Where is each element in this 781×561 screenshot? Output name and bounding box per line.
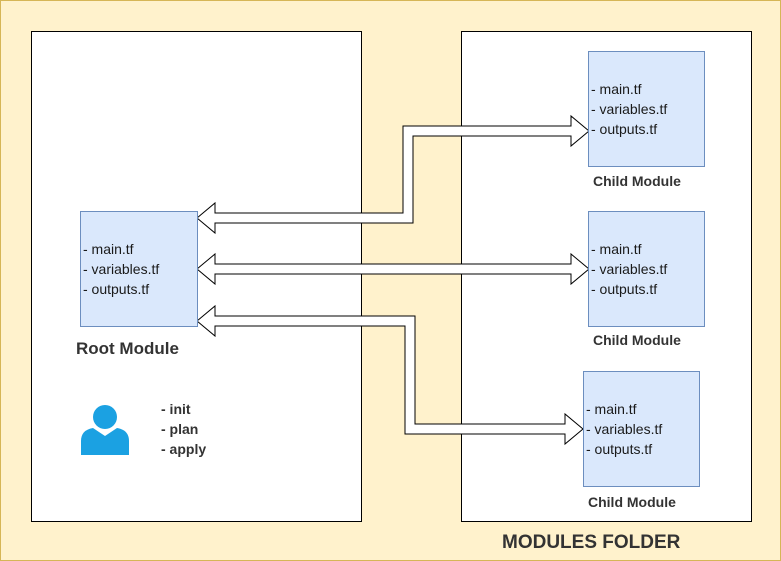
child3-file-main: - main.tf (586, 401, 637, 417)
child-module-label-2: Child Module (593, 332, 681, 348)
child2-file-variables: - variables.tf (591, 261, 668, 277)
command-init: - init (161, 401, 191, 417)
root-file-variables: - variables.tf (83, 261, 160, 277)
child-module-box-1: - main.tf - variables.tf - outputs.tf (588, 51, 705, 167)
root-commands: - init - plan - apply (161, 399, 206, 459)
child3-file-variables: - variables.tf (586, 421, 663, 437)
root-module-label: Root Module (76, 339, 179, 358)
modules-folder-label: MODULES FOLDER (502, 532, 681, 553)
child1-file-outputs: - outputs.tf (591, 121, 658, 137)
child3-file-outputs: - outputs.tf (586, 441, 653, 457)
child-module-box-3: - main.tf - variables.tf - outputs.tf (583, 371, 700, 487)
command-apply: - apply (161, 441, 207, 457)
root-file-outputs: - outputs.tf (83, 281, 150, 297)
child-module-label-3: Child Module (588, 494, 676, 510)
root-file-main: - main.tf (83, 241, 134, 257)
child1-file-main: - main.tf (591, 81, 642, 97)
child-module-label-1: Child Module (593, 173, 681, 189)
command-plan: - plan (161, 421, 199, 437)
user-icon (81, 405, 129, 455)
root-module-box: - main.tf - variables.tf - outputs.tf (80, 211, 198, 327)
child2-file-main: - main.tf (591, 241, 642, 257)
child2-file-outputs: - outputs.tf (591, 281, 658, 297)
child1-file-variables: - variables.tf (591, 101, 668, 117)
child-module-box-2: - main.tf - variables.tf - outputs.tf (588, 211, 705, 327)
